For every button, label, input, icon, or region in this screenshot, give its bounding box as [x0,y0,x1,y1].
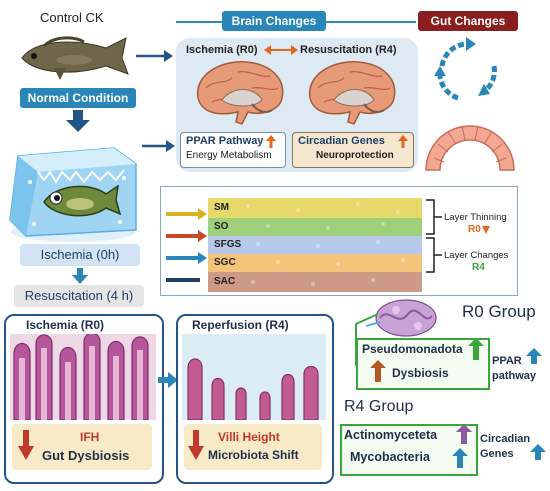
r4-line1: Actinomyceteta [344,428,438,442]
cube-to-brain-arrow [142,140,175,152]
layer-changes-r4: R4 [472,262,485,273]
layer-stack: SM SO SFGS SGC SAC [208,198,422,292]
up-arrow-orange-icon [398,135,408,148]
layer-sac [208,272,422,292]
down-arrow-red-icon [188,430,204,460]
reperfusion-caption-2: Microbiota Shift [208,448,299,462]
control-fish-image [21,36,129,80]
layer-texture [246,202,405,286]
villi-ischemia-image [10,334,156,420]
circadian-line1: Circadian Genes [298,135,385,147]
down-arrow-small-icon [72,268,88,284]
ischemia-caption-1: IFH [80,430,100,444]
layer-label-so: SO [214,221,229,232]
panel-to-panel-arrow [158,372,178,388]
r0-line1: Pseudomonadota [362,342,463,356]
r4-group-box [340,424,478,476]
layer-label-sfgs: SFGS [214,239,242,250]
brain-resuscitation-label: Resuscitation (R4) [300,44,397,56]
r4-line2: Mycobacteria [350,450,430,464]
up-arrow-blue-icon [530,444,546,460]
gut-organ-image [366,299,437,337]
layer-sm [208,198,422,218]
panel-reperfusion-title: Reperfusion (R4) [192,318,289,332]
layer-label-sm: SM [214,202,229,213]
down-arrow-orange-icon [482,226,490,234]
layer-thinning-label: Layer Thinning [444,212,507,223]
reperfusion-caption-1: Villi Height [218,430,280,444]
layer-frame [160,186,518,296]
up-arrow-purple-icon [456,424,472,444]
intestine-arch-image [425,125,515,171]
layer-label-sgc: SGC [214,257,236,268]
layer-brackets [426,199,442,273]
r0-group-title: R0 Group [462,302,536,321]
layer-arrows [166,208,207,282]
ppar-box [180,132,286,168]
r0-side-label: PPAR pathway [492,355,537,382]
double-arrow-icon [264,45,298,55]
normal-condition-label: Normal Condition [20,88,136,108]
up-arrow-brown-icon [370,360,386,382]
circadian-box [292,132,414,168]
ischemia-0h-label: Ischemia (0h) [20,244,140,266]
up-arrow-blue-icon [526,348,542,364]
control-label: Control CK [40,10,104,25]
brain-ischemia-label: Ischemia (R0) [186,44,258,56]
ice-cube-fish-image [9,147,137,242]
down-arrow-icon [66,110,90,132]
r4-group-title: R4 Group [344,398,414,415]
layer-thinning-r0: R0 [468,224,481,235]
ppar-line1: PPAR Pathway [186,135,264,147]
up-arrow-orange-icon [266,135,276,148]
fish-to-brain-arrow [136,50,173,62]
brain-r4-image [309,61,396,125]
up-arrow-green-icon [468,338,484,360]
brain-r0-image [197,61,284,125]
ppar-line2: Energy Metabolism [186,150,272,161]
ischemia-caption [12,424,152,470]
resuscitation-4h-label: Resuscitation (4 h) [14,285,144,307]
layer-label-sac: SAC [214,276,236,287]
circadian-line2: Neuroprotection [316,150,394,161]
villi-reperfusion-image [182,334,326,420]
cycle-arrows-icon [434,37,497,101]
r4-side-label: Circadian Genes [480,433,531,460]
layer-sfgs [208,236,422,254]
r0-line2: Dysbiosis [392,366,449,380]
down-arrow-red-icon [18,430,34,460]
brain-changes-header: Brain Changes [222,11,326,31]
layer-sgc [208,254,422,272]
layer-changes-label: Layer Changes [444,250,509,261]
gut-changes-header: Gut Changes [418,11,518,31]
panel-ischemia-title: Ischemia (R0) [26,318,105,332]
up-arrow-blue-icon [452,448,468,468]
reperfusion-caption [184,424,322,470]
ischemia-caption-2: Gut Dysbiosis [42,448,130,463]
layer-so [208,218,422,236]
